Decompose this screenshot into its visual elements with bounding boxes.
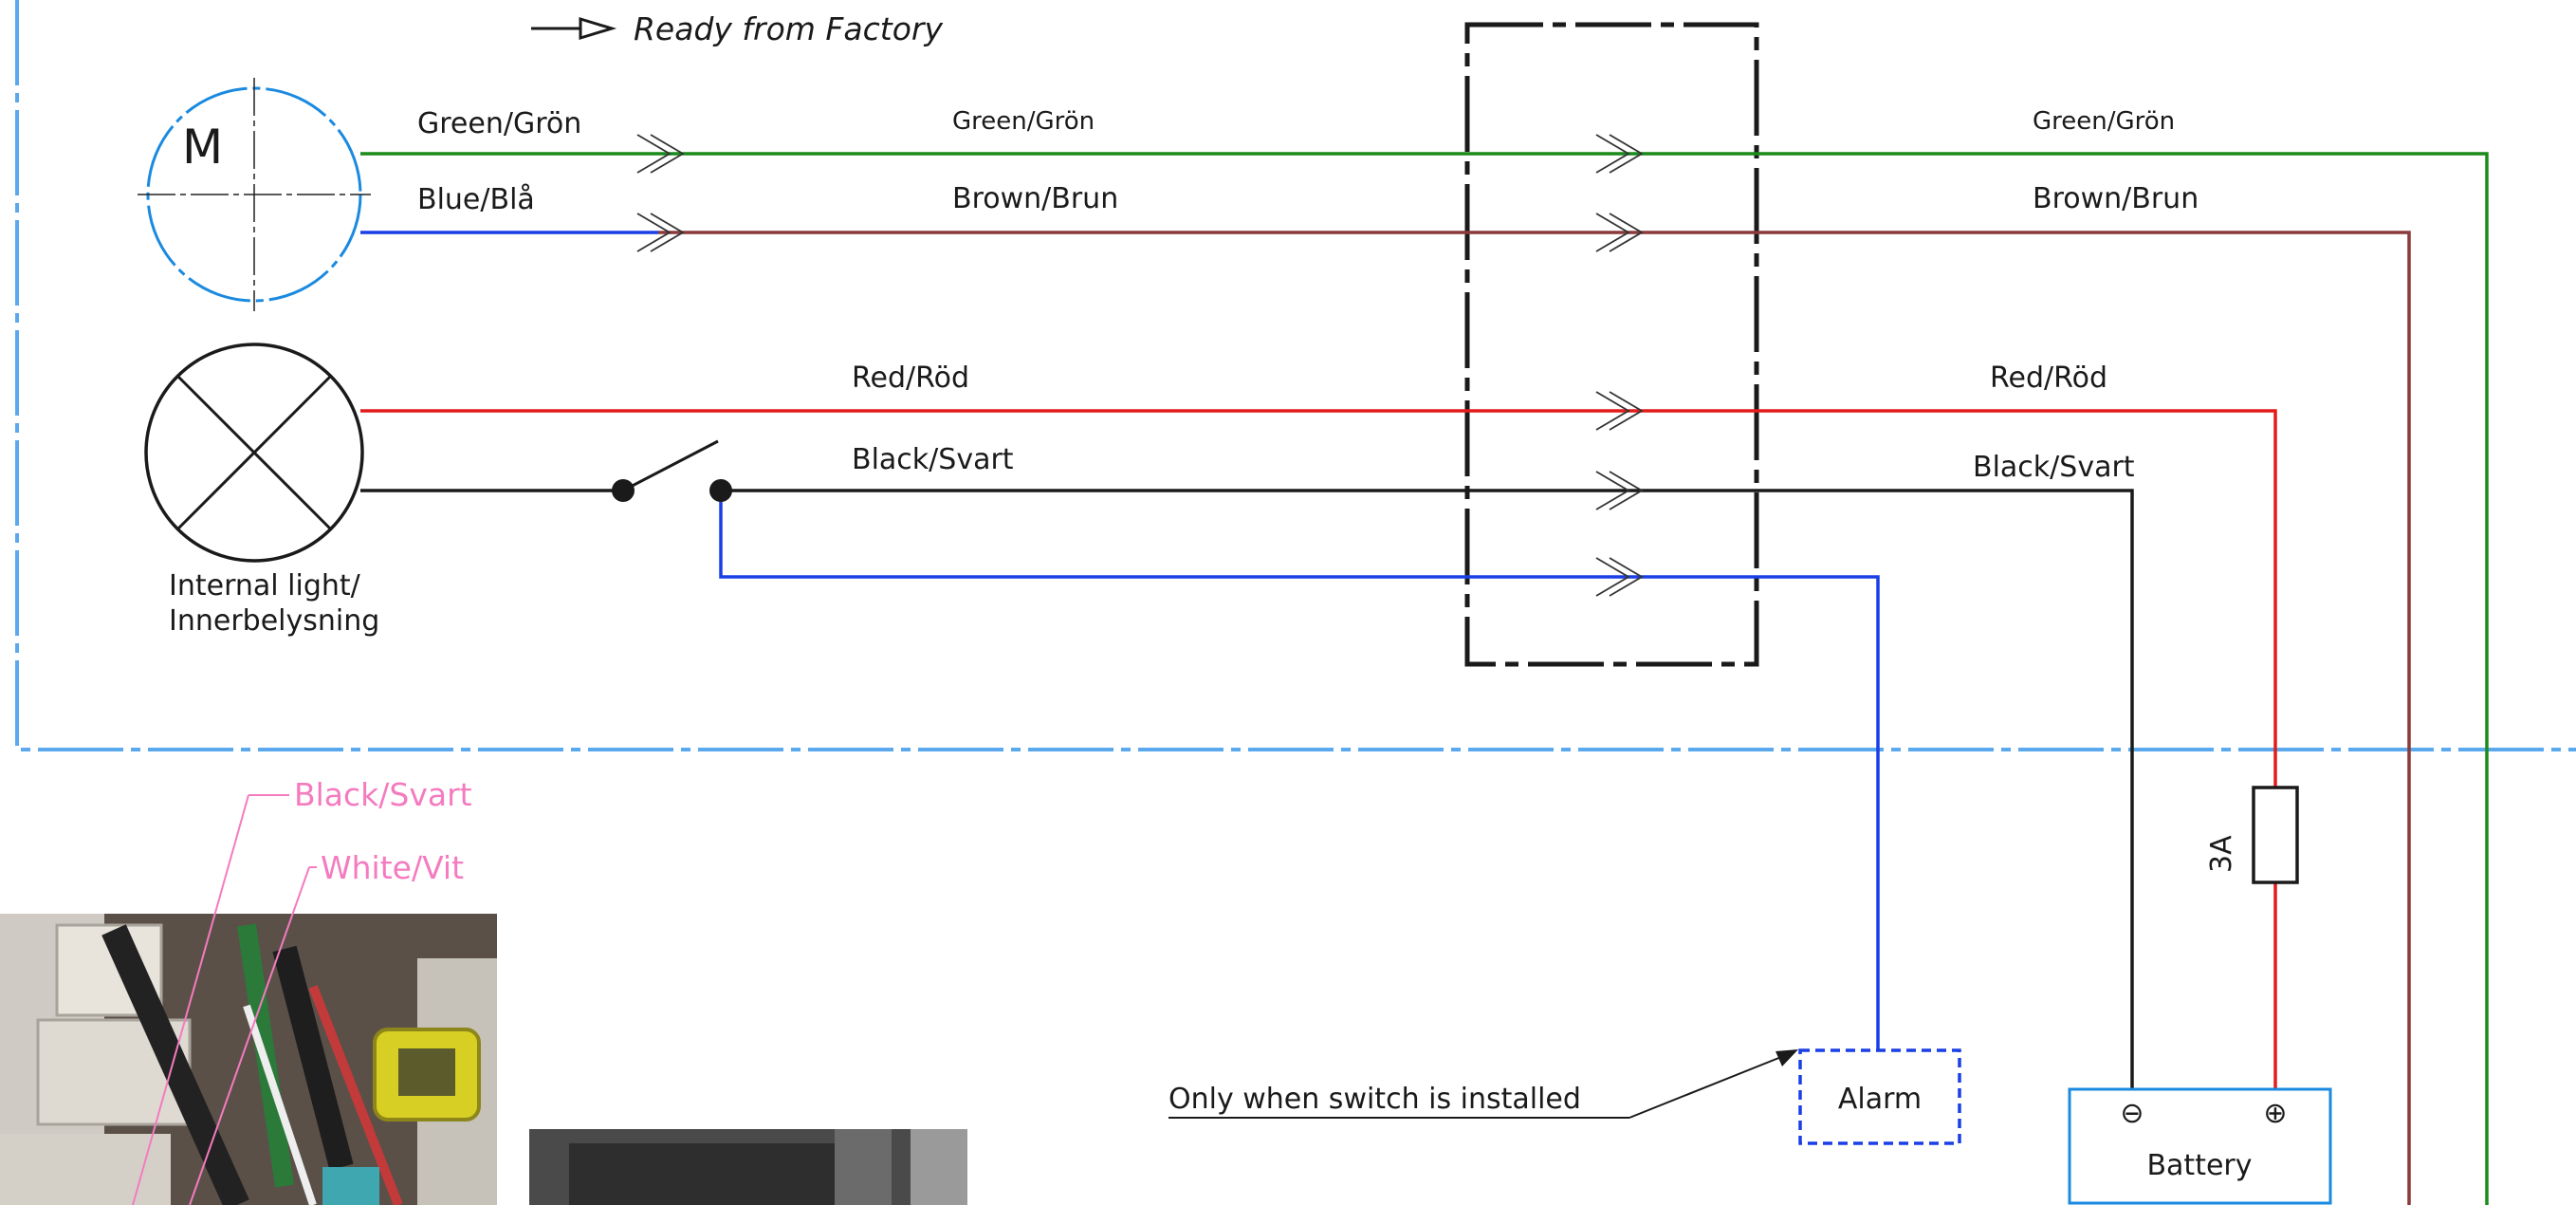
lamp-label-line1: Internal light/ (169, 569, 361, 602)
photo-callout-white: White/Vit (321, 849, 464, 886)
connector-housing (1464, 22, 1759, 667)
battery-positive-terminal: ⊕ (2263, 1097, 2287, 1130)
wire-label-brown-right: Brown/Brun (2033, 182, 2199, 215)
wire-label-black-right: Black/Svart (1973, 451, 2135, 484)
green-wire (360, 152, 2489, 1205)
battery-negative-terminal: ⊖ (2120, 1097, 2144, 1130)
alarm-note-arrowhead (1776, 1049, 1798, 1066)
fuse-rating: 3A (2205, 835, 2238, 873)
alarm-note: Only when switch is installed (1168, 1083, 1581, 1116)
alarm-blue-wire (719, 491, 1880, 1050)
alarm-label: Alarm (1838, 1083, 1922, 1116)
factory-legend: Ready from Factory (531, 10, 943, 47)
wire-label-black-mid: Black/Svart (852, 443, 1014, 476)
wire-label-brown-mid: Brown/Brun (952, 182, 1118, 215)
alarm-note-leader (1628, 1052, 1792, 1119)
wire-label-red-right: Red/Röd (1990, 362, 2107, 395)
factory-legend-label: Ready from Factory (634, 10, 943, 47)
connector-photo (0, 794, 497, 1205)
photo-callout-black: Black/Svart (294, 776, 472, 813)
battery-box (2068, 1087, 2332, 1205)
interior-photo (529, 1129, 967, 1205)
fuse (2252, 786, 2299, 884)
lamp-label-line2: Innerbelysning (169, 604, 379, 638)
battery-label: Battery (2146, 1149, 2252, 1182)
wire-label-motor-blue: Blue/Blå (417, 183, 535, 216)
wire-label-green-right: Green/Grön (2033, 107, 2175, 136)
lamp-symbol (144, 343, 364, 563)
motor-symbol: M (138, 78, 371, 311)
black-wire (721, 489, 2134, 1089)
brown-wire (658, 231, 2411, 1205)
motor-symbol-letter: M (182, 120, 223, 175)
wire-label-red-mid: Red/Röd (852, 362, 969, 395)
wire-label-green-mid: Green/Grön (952, 107, 1095, 136)
red-wire-upper (360, 409, 2277, 788)
callout-line-black (132, 794, 249, 1205)
callout-line-white (189, 866, 310, 1205)
alarm-box (1798, 1048, 1961, 1145)
door-switch (612, 439, 732, 502)
wire-label-motor-green: Green/Grön (417, 107, 581, 140)
vehicle-zone-boundary (15, 0, 2576, 751)
